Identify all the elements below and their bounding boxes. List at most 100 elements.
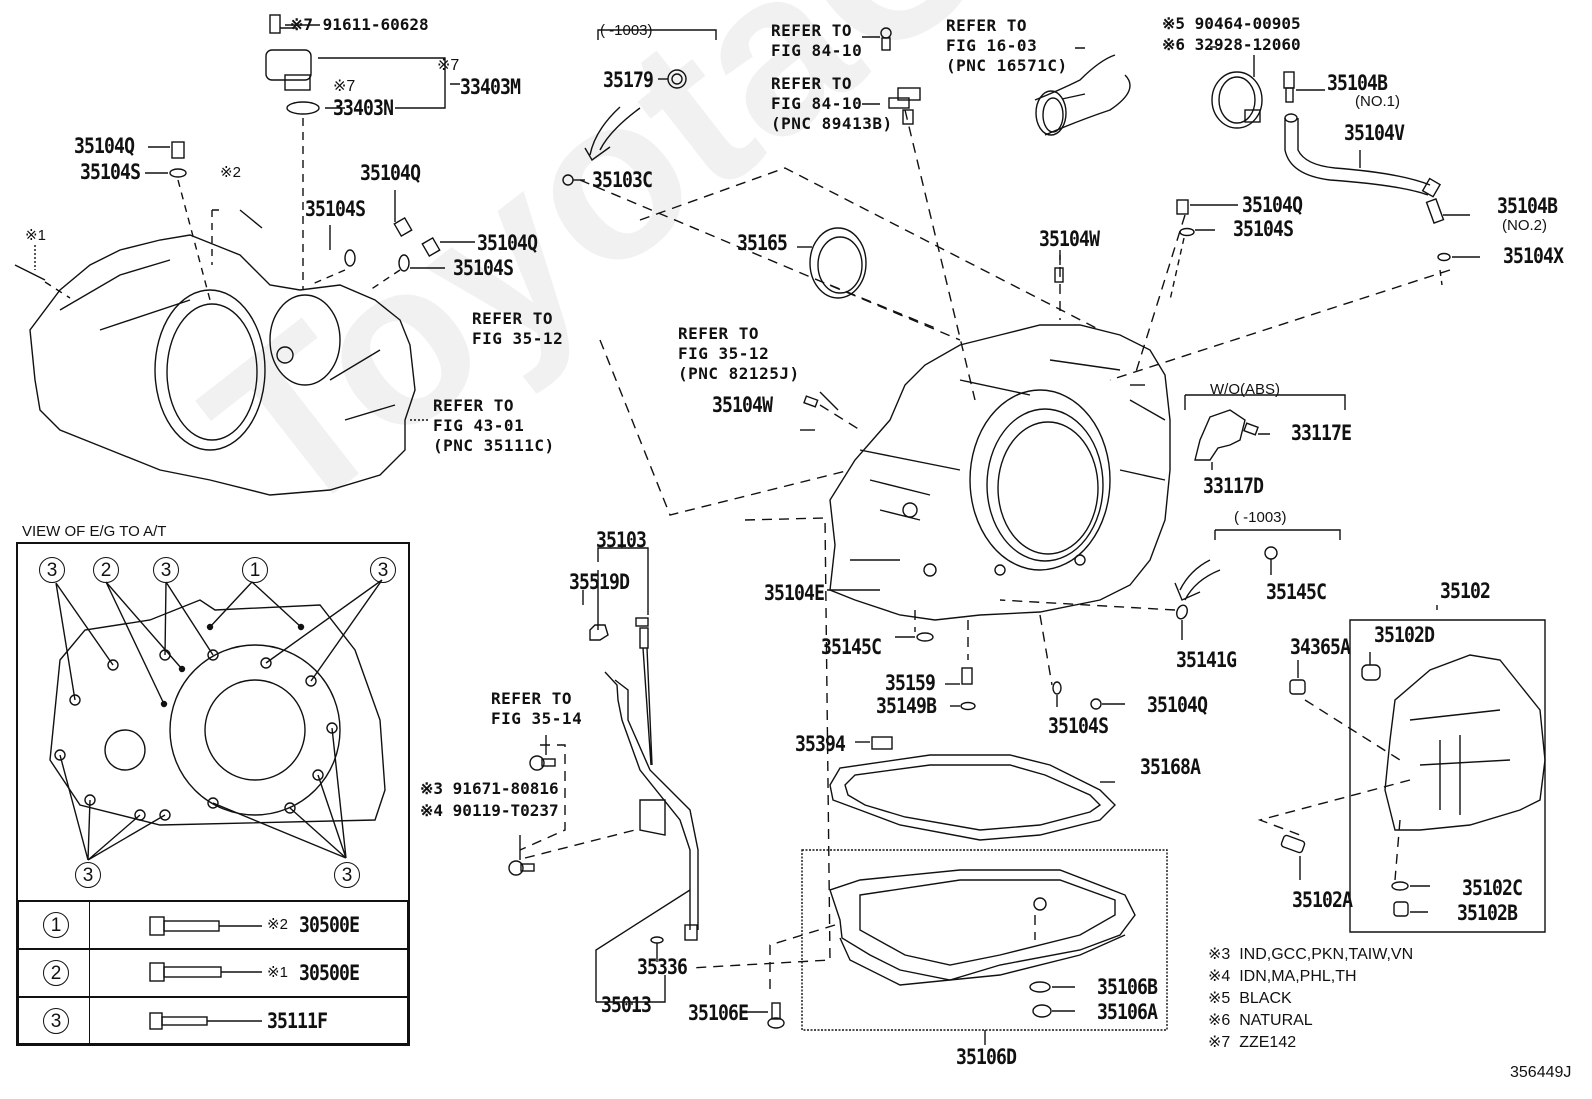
footnote-text: BLACK (1239, 990, 1292, 1007)
part-label-33403M[interactable]: 33403M (460, 75, 521, 99)
serial-range-bracket-label: ( -1003) (1234, 509, 1287, 526)
without-abs-label: W/O(ABS) (1210, 381, 1280, 398)
footnote-mark: ※4 (1208, 968, 1231, 985)
part-label-35104S[interactable]: 35104S (80, 160, 141, 184)
part-label-34365A[interactable]: 34365A (1290, 635, 1351, 659)
part-label-35106B[interactable]: 35106B (1097, 975, 1158, 999)
part-label-35102[interactable]: 35102 (1440, 579, 1491, 603)
footnote-text: ZZE142 (1239, 1034, 1297, 1051)
part-label-35106A[interactable]: 35106A (1097, 1000, 1158, 1024)
variant-label-no2: (NO.2) (1502, 217, 1547, 234)
refer-fig-84-10[interactable]: REFER TO FIG 84-10 (771, 21, 863, 60)
part-label-35102A[interactable]: 35102A (1292, 888, 1353, 912)
part-label-35336[interactable]: 35336 (637, 955, 688, 979)
note-2-marker: ※2 (220, 164, 241, 181)
refer-fig-43-01[interactable]: REFER TO FIG 43-01 (PNC 35111C) (433, 396, 555, 455)
part-label-35104Q[interactable]: 35104Q (1242, 193, 1303, 217)
extension-housing-drawing (1280, 605, 1546, 933)
note-3-bolt-label: ※3 91671-80816 (420, 779, 559, 798)
bolt-legend-table: 1 ※2 30500E 2 ※1 30500E 3 35111F (17, 900, 409, 1045)
part-label-35149B[interactable]: 35149B (876, 694, 937, 718)
footnote-mark: ※7 (1208, 1034, 1231, 1051)
row-part-label[interactable]: 30500E (299, 913, 360, 937)
part-label-35106D[interactable]: 35106D (956, 1045, 1017, 1069)
transaxle-case-main-drawing (803, 255, 1171, 621)
part-label-35145C[interactable]: 35145C (821, 635, 882, 659)
note-7-marker-33403M: ※7 (437, 57, 460, 74)
part-label-35104X[interactable]: 35104X (1503, 244, 1564, 268)
hose-16571C-drawing (1034, 47, 1131, 136)
variant-label-no1: (NO.1) (1355, 93, 1400, 110)
part-label-35104W[interactable]: 35104W (712, 393, 773, 417)
footnote-text: IDN,MA,PHL,TH (1239, 968, 1357, 985)
inset-callout-3: 3 (370, 557, 396, 583)
note-5-clamp-label: ※5 90464-00905 (1162, 14, 1301, 33)
part-label-35145C[interactable]: 35145C (1266, 580, 1327, 604)
refer-fig-16-03[interactable]: REFER TO FIG 16-03 (PNC 16571C) (946, 16, 1068, 75)
part-label-35394[interactable]: 35394 (795, 732, 846, 756)
refer-fig-84-10-pnc-89413B[interactable]: REFER TO FIG 84-10 (PNC 89413B) (771, 74, 893, 133)
part-label-35104Q[interactable]: 35104Q (1147, 693, 1208, 717)
part-label-35102C[interactable]: 35102C (1462, 876, 1523, 900)
inset-callout-2: 2 (93, 557, 119, 583)
inset-bolt-icons (149, 916, 262, 1030)
row-part-label[interactable]: 35111F (267, 1009, 328, 1033)
part-label-33403N[interactable]: 33403N (333, 96, 394, 120)
table-row: 2 ※1 30500E (19, 948, 407, 996)
speed-sensor-drawing (265, 14, 460, 290)
part-label-35104W[interactable]: 35104W (1039, 227, 1100, 251)
part-label-35104S[interactable]: 35104S (453, 256, 514, 280)
breather-hose-drawing (1169, 71, 1480, 301)
figure-code: 356449J (1510, 1064, 1572, 1081)
part-label-35104E[interactable]: 35104E (764, 581, 825, 605)
row-part-label[interactable]: 30500E (299, 961, 360, 985)
part-label-35104S[interactable]: 35104S (305, 197, 366, 221)
part-label-35165[interactable]: 35165 (737, 231, 788, 255)
part-label-35141G[interactable]: 35141G (1176, 648, 1237, 672)
part-label-35102D[interactable]: 35102D (1374, 623, 1435, 647)
table-divider (89, 900, 90, 1043)
part-label-35104B-no2[interactable]: 35104B (1497, 194, 1558, 218)
part-label-33117D[interactable]: 33117D (1203, 474, 1264, 498)
part-label-35106E[interactable]: 35106E (688, 1001, 749, 1025)
part-label-33117E[interactable]: 33117E (1291, 421, 1352, 445)
refer-fig-35-14[interactable]: REFER TO FIG 35-14 (491, 689, 583, 728)
part-label-35102B[interactable]: 35102B (1457, 901, 1518, 925)
part-label-35104Q[interactable]: 35104Q (477, 231, 538, 255)
leader-lines (280, 27, 1217, 605)
refer-fig-35-12[interactable]: REFER TO FIG 35-12 (472, 309, 564, 348)
inset-callout-3: 3 (334, 862, 360, 888)
part-label-35104S[interactable]: 35104S (1233, 217, 1294, 241)
plug-35179-drawing (562, 29, 717, 186)
part-label-35104V[interactable]: 35104V (1344, 121, 1405, 145)
part-label-35179[interactable]: 35179 (603, 68, 654, 92)
part-label-35104Q[interactable]: 35104Q (360, 161, 421, 185)
part-label-35104B-no1[interactable]: 35104B (1327, 71, 1388, 95)
part-label-35104S[interactable]: 35104S (1048, 714, 1109, 738)
footnote-mark: ※6 (1208, 1012, 1231, 1029)
dipstick-tube-drawing (595, 671, 699, 1005)
part-label-35103[interactable]: 35103 (596, 528, 647, 552)
inset-callout-3: 3 (75, 862, 101, 888)
refer-fig-35-12-pnc-82125J[interactable]: REFER TO FIG 35-12 (PNC 82125J) (678, 324, 800, 383)
footnote-mark: ※5 (1208, 990, 1231, 1007)
footnote-text: NATURAL (1239, 1012, 1313, 1029)
left-fasteners-drawing (14, 141, 475, 421)
footnote: ※3 IND,GCC,PKN,TAIW,VN (1208, 944, 1413, 966)
inset-callout-1: 1 (242, 557, 268, 583)
row-note-mark: ※1 (267, 964, 288, 981)
part-label-35168A[interactable]: 35168A (1140, 755, 1201, 779)
note-6-clamp-label: ※6 32928-12060 (1162, 35, 1301, 54)
note-4-bolt-label: ※4 90119-T0237 (420, 801, 559, 820)
row-marker: 3 (43, 1008, 69, 1034)
assembly-dashes (519, 109, 1451, 990)
part-label-35104Q[interactable]: 35104Q (74, 134, 135, 158)
footnote: ※4 IDN,MA,PHL,TH (1208, 966, 1357, 988)
row-marker: 2 (43, 960, 69, 986)
part-label-35159[interactable]: 35159 (885, 671, 936, 695)
dipstick-drawing (589, 540, 653, 766)
part-label-35013[interactable]: 35013 (601, 993, 652, 1017)
part-label-35103C[interactable]: 35103C (592, 168, 653, 192)
part-label-35519D[interactable]: 35519D (569, 570, 630, 594)
